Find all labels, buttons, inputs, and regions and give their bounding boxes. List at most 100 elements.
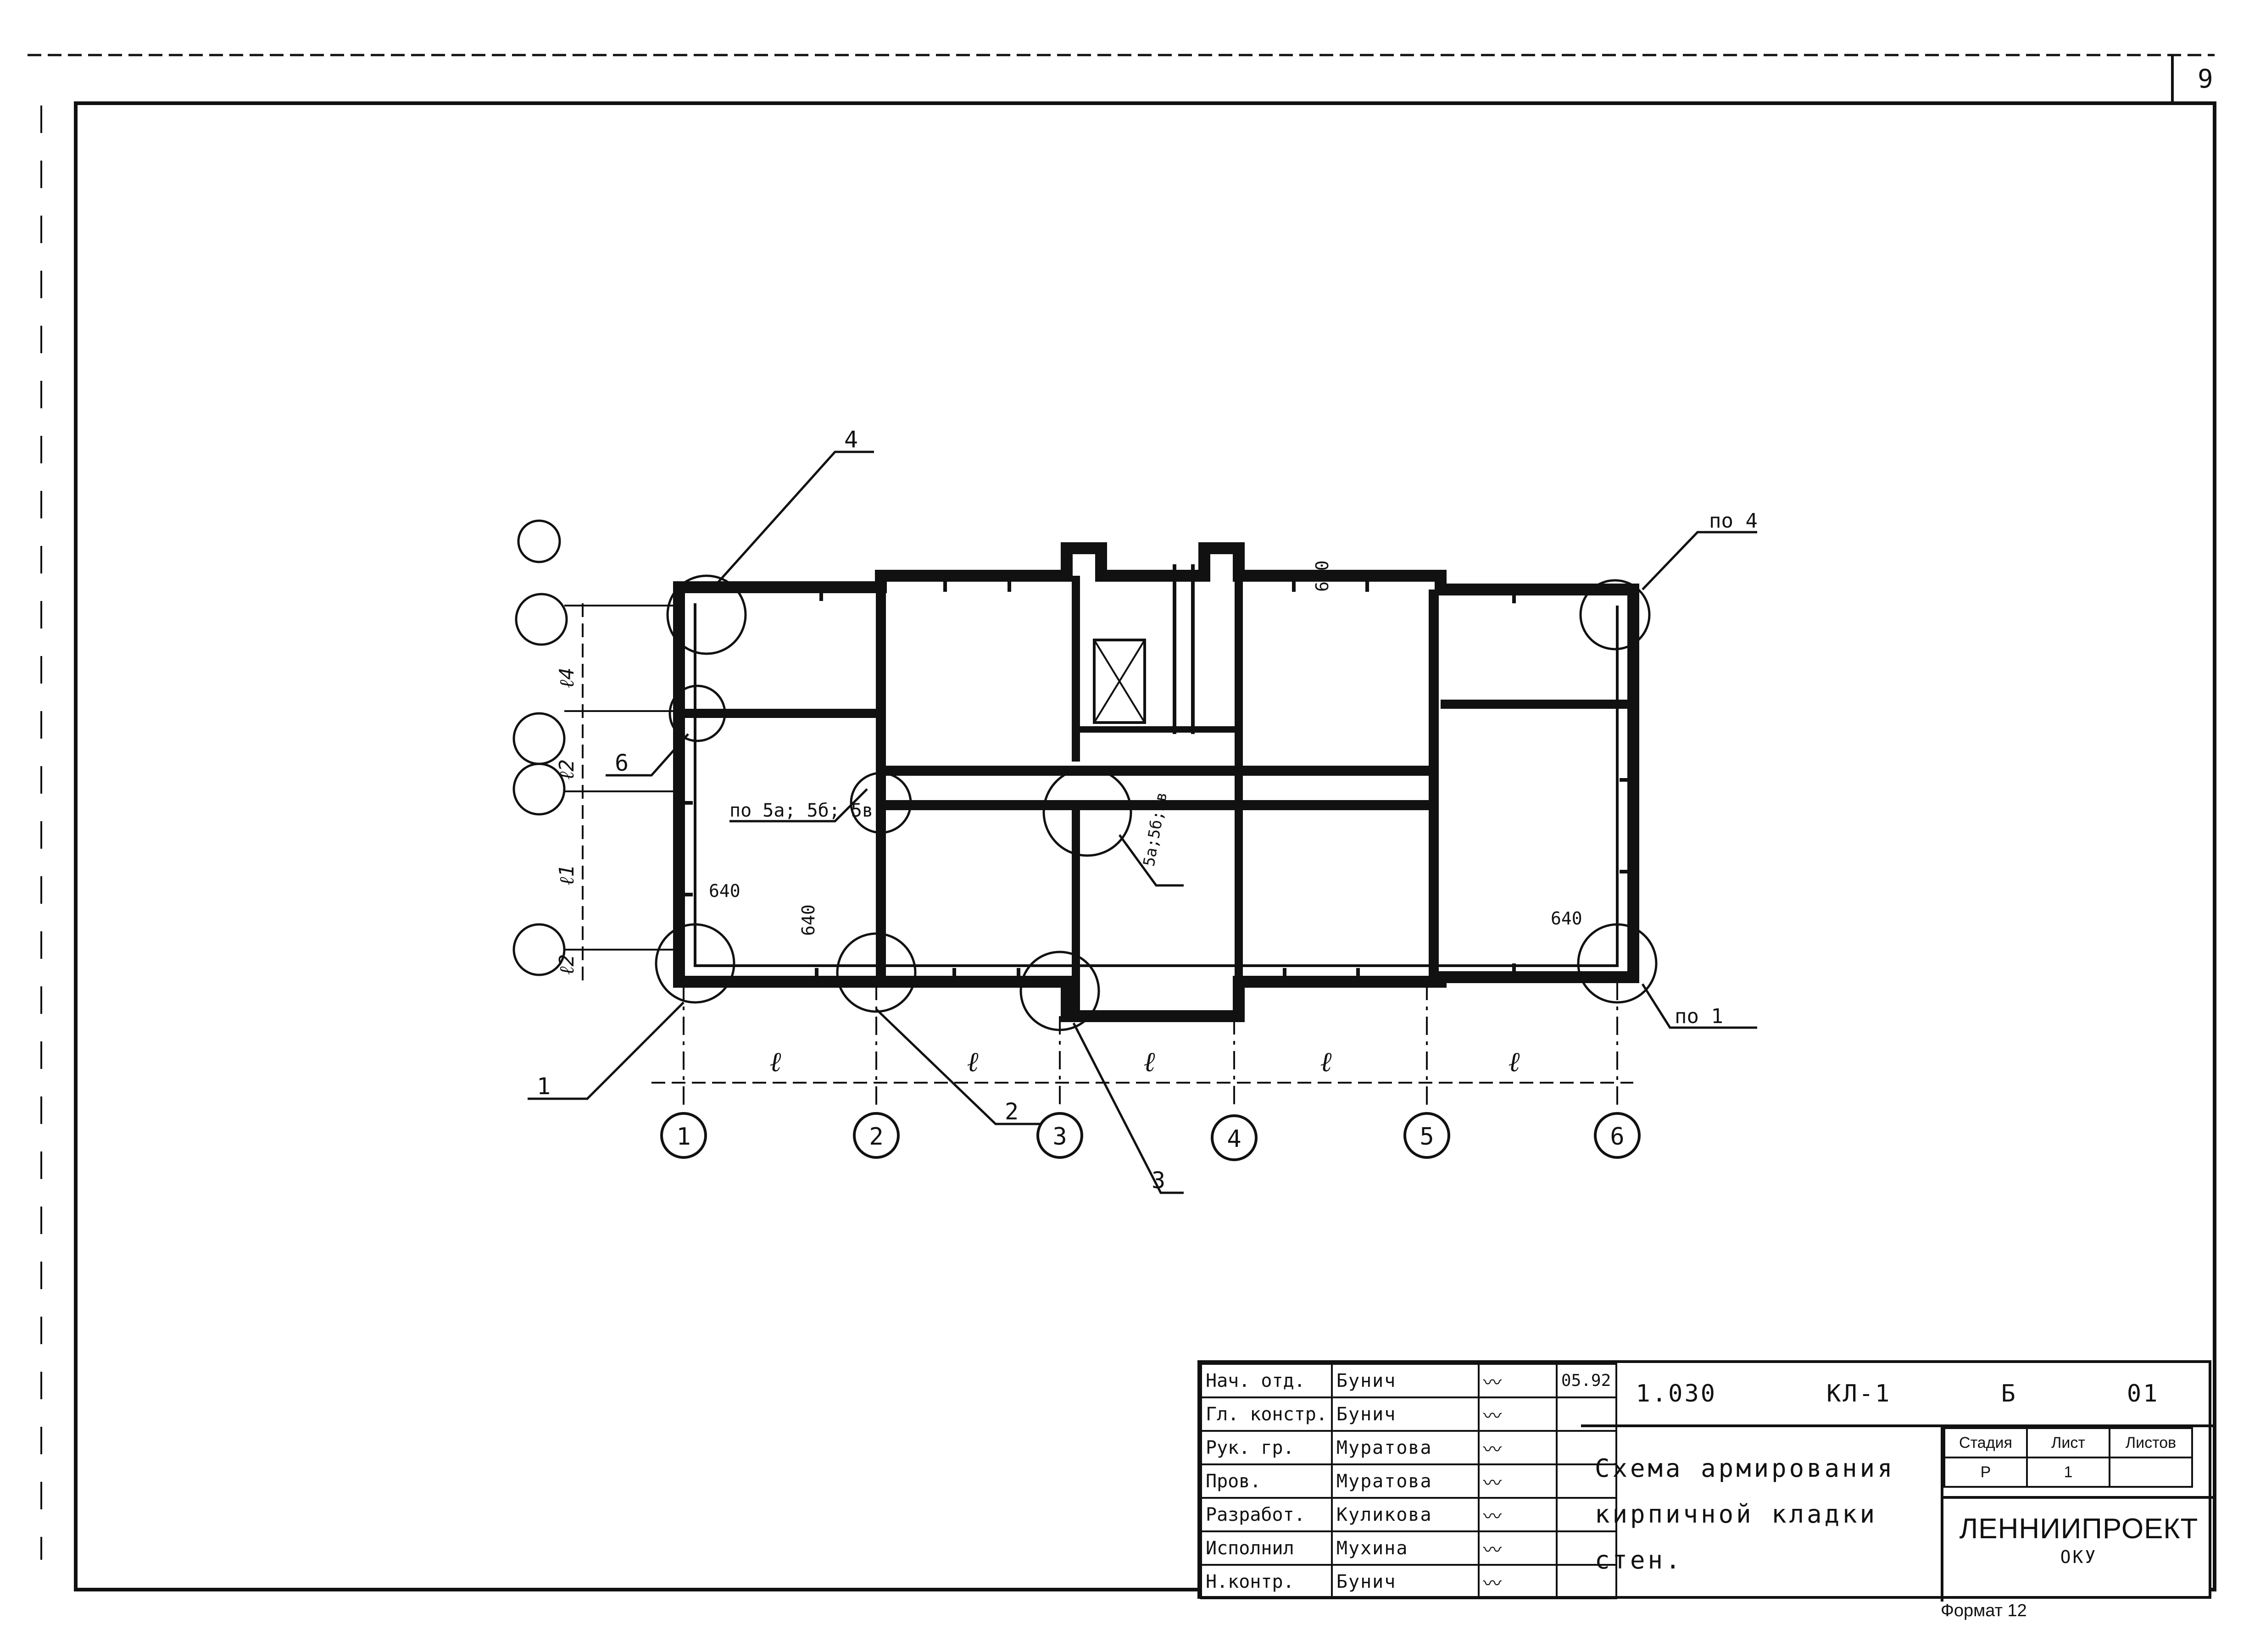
signatures-table: Нач. отд.Бунич〰05.92 Гл. констр.Бунич〰 Р… [1200,1363,1617,1599]
signature-date [1555,1463,1617,1499]
signature-role: Пров. [1200,1463,1333,1499]
axis-bubble-6: 6 [1594,1112,1641,1159]
callout-1: 1 [537,1073,551,1100]
vertical-dimension-ticks [564,605,679,951]
signature-role: Нач. отд. [1200,1363,1333,1398]
callout-5abc: по 5а; 5б; 5в. [729,800,884,821]
sheet-number: 9 [2198,64,2213,94]
axis-label-3: 3 [1052,1123,1067,1151]
axis-bubbles: 1 2 3 4 5 6 [660,1112,1641,1161]
signature-mark: 〰 [1477,1363,1558,1398]
signature-role: Разработ. [1200,1497,1333,1532]
axis-label-4: 4 [1227,1125,1241,1153]
sheet-value: 1 [2026,1457,2110,1488]
span-label: ℓ [1320,1046,1332,1078]
signature-name: Куликова [1330,1497,1480,1532]
signature-role: Рук. гр. [1200,1430,1333,1465]
organization-box: ЛЕННИИПРОЕКТ ОКУ [1943,1496,2214,1602]
axis-label-1: 1 [676,1123,690,1151]
signature-mark: 〰 [1477,1396,1558,1432]
format-label: Формат 12 [1941,1601,2027,1620]
signature-row: Рук. гр.Муратова〰 [1200,1430,1617,1465]
stage-sheet-table: Стадия Лист Листов Р 1 [1943,1427,2193,1488]
signature-name: Муратова [1330,1430,1480,1465]
axis-bubble-4: 4 [1211,1114,1258,1161]
organization-department: ОКУ [2060,1547,2098,1567]
building-walls [673,542,1639,1022]
span-label: ℓ [770,1046,781,1078]
vertical-dimension-labels: ℓ4 ℓ2 ℓ1 ℓ2 [555,667,579,975]
drawing-title-line-2: кирпичной кладки стен. [1595,1500,1878,1574]
stage-value: Р [1943,1457,2028,1488]
signature-row: Пров.Муратова〰 [1200,1463,1617,1499]
organization-name: ЛЕННИИПРОЕКТ [1959,1513,2199,1545]
sheets-header: Листов [2109,1427,2193,1458]
span-label: ℓ [967,1046,979,1078]
signature-name: Мухина [1330,1530,1480,1566]
signature-mark: 〰 [1477,1497,1558,1532]
span-label: ℓ [1144,1046,1155,1078]
signature-mark: 〰 [1477,1463,1558,1499]
signature-mark: 〰 [1477,1564,1558,1599]
callout-6: 6 [615,750,629,776]
signature-row: Нач. отд.Бунич〰05.92 [1200,1363,1617,1398]
axis-label-6: 6 [1610,1123,1624,1151]
code-mark: КЛ-1 [1826,1380,1892,1407]
span-labels: ℓ ℓ ℓ ℓ ℓ [770,1046,1520,1078]
sheet-header: Лист [2026,1427,2110,1458]
callout-leaders [528,451,1757,1194]
dim-label-l2: ℓ2 [555,759,579,780]
callout-4: 4 [844,426,858,453]
code-sheet: 01 [2127,1380,2160,1407]
axis-bubble-1: 1 [660,1112,707,1159]
signature-row: Гл. констр.Бунич〰 [1200,1396,1617,1432]
wall-thickness-label: 640 [1312,560,1332,592]
dim-label-l2-bottom: ℓ2 [555,954,579,975]
document-code: 1.030 КЛ-1 Б 01 [1581,1363,2214,1427]
drawing-title-line-1: Схема армирования [1595,1454,1895,1483]
wall-thickness-label: 640 [709,881,740,901]
signature-date: 05.92 [1555,1363,1617,1398]
signature-row: Разработ.Куликова〰 [1200,1497,1617,1532]
axis-label-5: 5 [1420,1123,1434,1151]
axis-bubble-5: 5 [1403,1112,1450,1159]
callout-po-4: по 4 [1709,509,1758,533]
signature-role: Гл. констр. [1200,1396,1333,1432]
signature-role: Исполнил [1200,1530,1333,1566]
signature-date [1555,1530,1617,1566]
sheets-value [2109,1457,2193,1488]
signature-name: Муратова [1330,1463,1480,1499]
signature-name: Бунич [1330,1564,1480,1599]
code-issue: Б [2001,1380,2017,1407]
code-number: 1.030 [1636,1380,1717,1407]
axis-label-2: 2 [869,1123,883,1151]
signature-mark: 〰 [1477,1430,1558,1465]
drawing-title: Схема армирования кирпичной кладки стен. [1581,1427,1943,1602]
signature-row: Н.контр.Бунич〰 [1200,1564,1617,1599]
signature-role: Н.контр. [1200,1564,1333,1599]
signature-name: Бунич [1330,1396,1480,1432]
callout-po-1: по 1 [1675,1005,1723,1028]
wall-thickness-labels: 640 640 640 640 [709,560,1582,936]
axis-bubble-2: 2 [853,1112,900,1159]
callout-3: 3 [1152,1167,1165,1194]
sheet-frame [74,101,2216,1591]
dim-label-l4: ℓ4 [555,667,579,688]
signature-date [1555,1430,1617,1465]
axis-lines [683,982,1618,1110]
signature-date [1555,1564,1617,1599]
stage-header: Стадия [1943,1427,2028,1458]
wall-thickness-label: 640 [798,904,818,936]
signature-date [1555,1497,1617,1532]
axis-bubble-3: 3 [1036,1112,1083,1159]
callout-2: 2 [1005,1098,1019,1125]
wall-thickness-label: 640 [1551,908,1582,929]
signature-mark: 〰 [1477,1530,1558,1566]
title-block: Нач. отд.Бунич〰05.92 Гл. констр.Бунич〰 Р… [1197,1360,2214,1602]
dim-label-l1: ℓ1 [555,865,579,885]
span-label: ℓ [1509,1046,1520,1078]
signature-name: Бунич [1330,1363,1480,1398]
